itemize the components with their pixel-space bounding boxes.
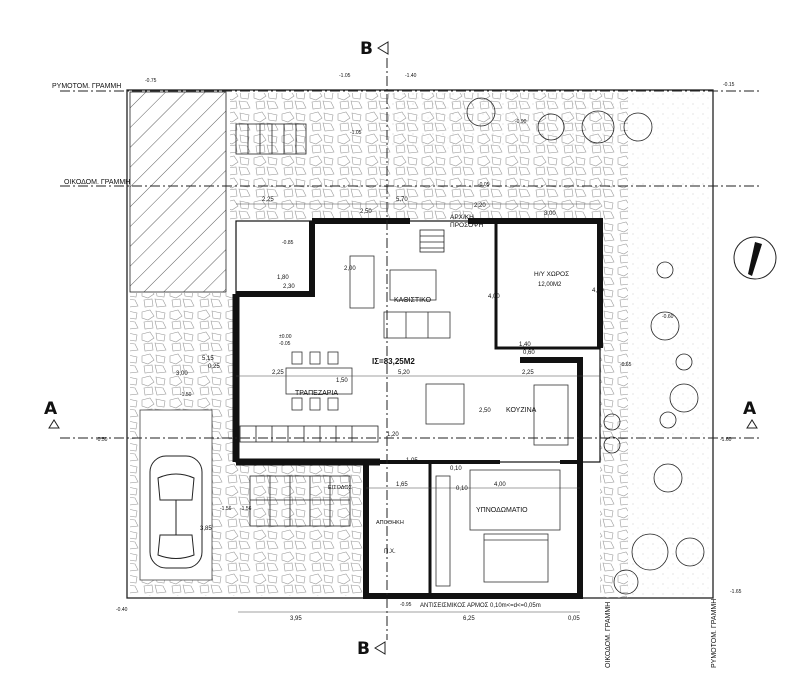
- car-icon: [149, 455, 203, 569]
- level-mark: -0.15: [723, 82, 735, 88]
- section-label-b-top: B: [360, 39, 373, 59]
- dimension-value: 2,50: [479, 408, 491, 414]
- driveway: [139, 409, 213, 581]
- level-mark: -1.40: [405, 73, 417, 79]
- dimension-value: 3,00: [544, 211, 556, 217]
- section-marker-a-right: A: [743, 399, 758, 429]
- furniture: [285, 255, 569, 587]
- room-label-wc: Π.Χ.: [384, 549, 396, 555]
- level-mark: -1.05: [350, 130, 362, 136]
- stairs: [235, 123, 445, 527]
- level-marks: -0.75 -1.05 -1.40 -0.15 -0.90 -1.05 -0.0…: [96, 73, 742, 613]
- dimension-value: 3,95: [290, 616, 302, 622]
- section-label-a-left: A: [44, 399, 58, 419]
- floor-area-label: ΙΣ=83,25Μ2: [372, 357, 415, 366]
- dimension-value: 3,00: [176, 371, 188, 377]
- dimension-value: 1,65: [396, 482, 408, 488]
- level-mark: -1.60: [720, 437, 732, 443]
- dimension-value: 0,10: [456, 486, 468, 492]
- building-line-label-left: ΡΥΜΟΤΟΜ. ΓΡΑΜΜΗ: [52, 83, 121, 90]
- dimension-value: 5,70: [396, 197, 408, 203]
- trees: [466, 97, 705, 595]
- dimension-value: 5,20: [398, 370, 410, 376]
- dimension-value: 1,05: [406, 458, 418, 464]
- level-mark: -0.95: [400, 602, 412, 608]
- dimension-value: 1,50: [336, 378, 348, 384]
- dimension-value: 1,20: [387, 432, 399, 438]
- section-marker-b-top: B: [360, 39, 389, 59]
- setback-line-label-bottom: ΟΙΚΟΔΟΜ. ΓΡΑΜΜΗ: [605, 602, 612, 668]
- dimension-value: 4,00: [488, 294, 500, 300]
- level-mark: -1.56: [240, 506, 252, 512]
- level-mark: -0.60: [662, 314, 674, 320]
- dimension-values: 2,25 5,70 2,20 3,00 2,00 4,00 4,00 0,25 …: [176, 197, 604, 622]
- dimension-value: 2,30: [283, 284, 295, 290]
- building-walls: [232, 218, 603, 599]
- level-mark: -1.56: [220, 506, 232, 512]
- level-mark: -0.05: [279, 341, 291, 347]
- main-entry-label: ΑΡΧ/ΚΗ: [450, 214, 474, 221]
- dimension-value: 0,25: [208, 364, 220, 370]
- level-mark: -0.65: [620, 362, 632, 368]
- dimension-value: 2,20: [474, 203, 486, 209]
- dimension-value: 4,00: [592, 288, 604, 294]
- level-mark: -0.40: [116, 607, 128, 613]
- room-area-electric: 12,00Μ2: [538, 282, 562, 288]
- dimension-value: 2,00: [344, 266, 356, 272]
- paved-yard-bottom: [236, 462, 366, 596]
- main-entry-label-2: ΠΡΟΣΟΨΗ: [450, 222, 484, 229]
- dimension-value: 2,25: [262, 197, 274, 203]
- level-mark: -0.05: [478, 182, 490, 188]
- section-label-a-right: A: [743, 399, 757, 419]
- room-label-living: ΚΑΘΙΣΤΙΚΟ: [394, 297, 432, 304]
- room-label-storage: ΑΠΟΘΗΚΗ: [376, 520, 404, 526]
- dimension-value: 2,25: [272, 370, 284, 376]
- section-marker-a-left: A: [44, 399, 60, 429]
- dimension-value: 2,25: [522, 370, 534, 376]
- room-label-electric: Η/Υ ΧΩΡΟΣ: [534, 271, 569, 278]
- dimension-value: 0,60: [523, 350, 535, 356]
- garden-strip: [628, 152, 710, 596]
- north-arrow-icon: [733, 236, 777, 280]
- section-label-b-bottom: B: [357, 639, 370, 659]
- level-mark: ±0.00: [279, 334, 292, 340]
- section-marker-b-bottom: B: [357, 639, 386, 659]
- room-label-kitchen: ΚΟΥΖΙΝΑ: [506, 407, 537, 414]
- dimension-lines: [236, 203, 600, 613]
- dimension-value: 0,10: [450, 466, 462, 472]
- dimension-value: 5,15: [202, 356, 214, 362]
- room-label-entrance: ΕΙΣΟΔΟΣ: [328, 485, 353, 491]
- setback-line-label-left: ΟΙΚΟΔΟΜ. ΓΡΑΜΜΗ: [64, 179, 130, 186]
- level-mark: -1.50: [180, 392, 192, 398]
- seismic-joint-label: ΑΝΤΙΣΕΙΣΜΙΚΟΣ ΑΡΜΟΣ 0,10m<=d<=0,05m: [420, 603, 541, 609]
- paved-yard-right: [600, 221, 628, 598]
- level-mark: -0.50: [96, 437, 108, 443]
- garden-top: [390, 93, 710, 151]
- level-mark: -0.90: [515, 119, 527, 125]
- dimension-value: 3,85: [200, 526, 212, 532]
- dimension-value: 0,05: [568, 616, 580, 622]
- room-label-dining: ΤΡΑΠΕΖΑΡΙΑ: [295, 390, 338, 397]
- dimension-value: 1,80: [277, 275, 289, 281]
- level-mark: -1.05: [339, 73, 351, 79]
- dimension-value: 4,00: [494, 482, 506, 488]
- section-lines: [60, 58, 760, 640]
- hatched-zone: [129, 91, 227, 293]
- building-line-label-right: ΡΥΜΟΤΟΜ. ΓΡΑΜΜΗ: [711, 599, 718, 668]
- dimension-value: 1,40: [519, 342, 531, 348]
- level-mark: -1.65: [730, 589, 742, 595]
- dimension-value: 6,25: [463, 616, 475, 622]
- room-label-bedroom: ΥΠΝΟΔΩΜΑΤΙΟ: [476, 507, 528, 514]
- level-mark: -0.75: [145, 78, 157, 84]
- dimension-value: 2,50: [360, 209, 372, 215]
- level-mark: -0.85: [282, 240, 294, 246]
